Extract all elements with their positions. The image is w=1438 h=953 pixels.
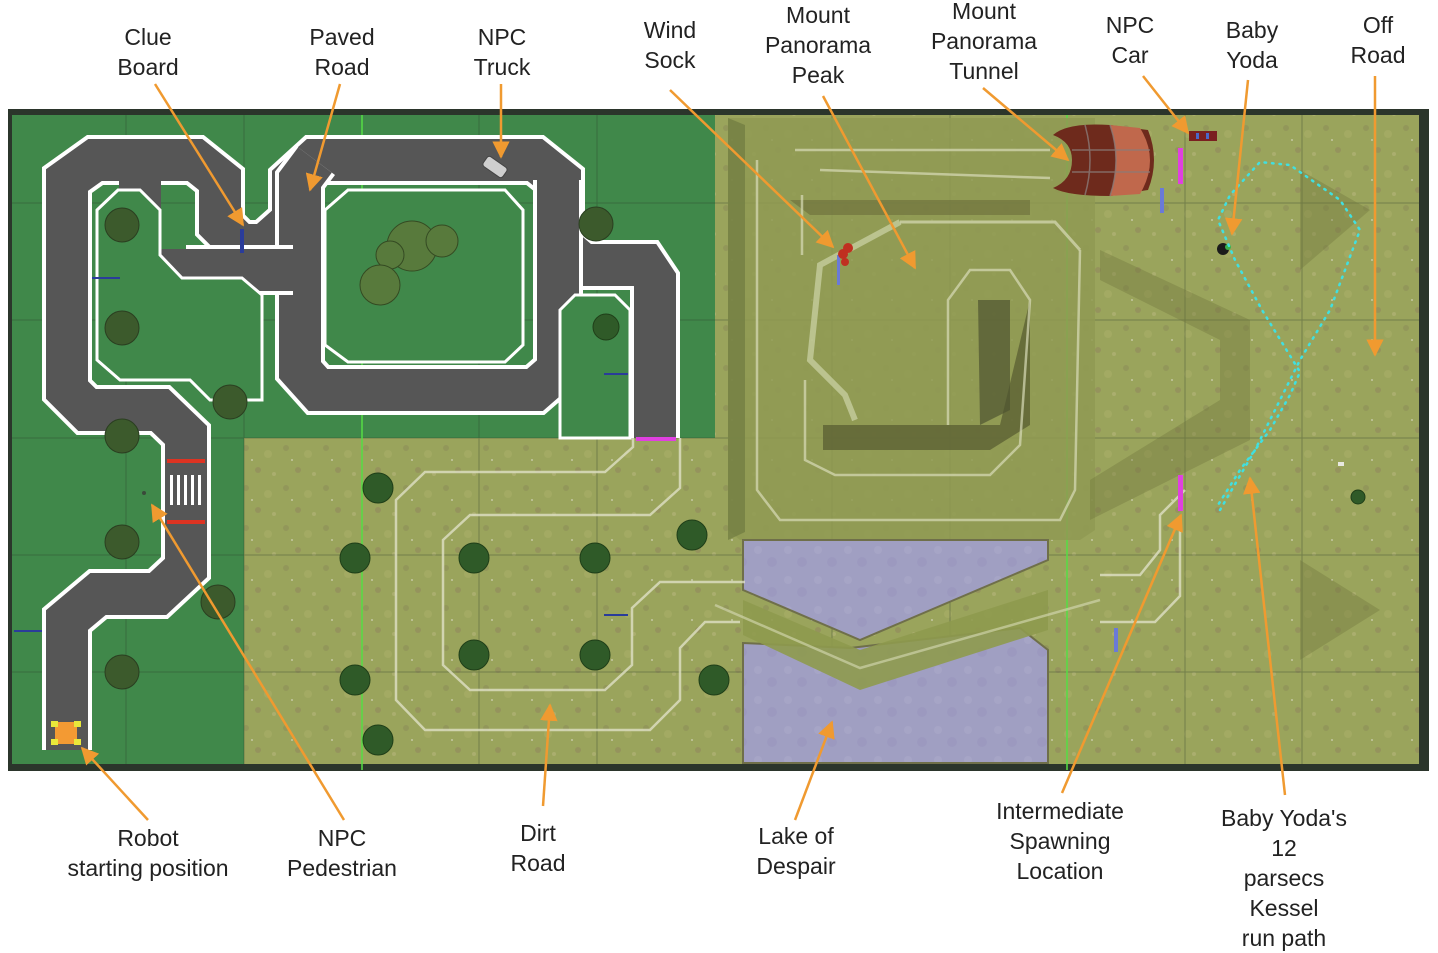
off-road-object <box>1338 462 1344 466</box>
npc-pedestrian <box>142 491 146 495</box>
label-wind-sock: Wind Sock <box>643 17 697 73</box>
world-map <box>8 109 1429 771</box>
grass-island-right <box>558 293 632 440</box>
bushes <box>339 313 1366 756</box>
label-clue-board: Clue Board <box>117 24 179 80</box>
label-baby-yoda-kessel-run-path: Baby Yoda's 12 parsecs Kessel run path <box>1221 805 1347 951</box>
label-dirt-road: Dirt Road <box>510 820 566 876</box>
npc-car <box>1189 131 1217 141</box>
grass-island-left <box>95 188 264 402</box>
spawn-markers <box>636 148 1183 511</box>
label-npc-car: NPC Car <box>1105 12 1155 68</box>
label-off-road: Off Road <box>1350 12 1406 68</box>
label-robot-starting-position: Robot starting position <box>67 825 229 881</box>
central-rocks <box>359 220 459 306</box>
label-mount-panorama-peak: Mount Panorama Peak <box>764 2 872 88</box>
label-paved-road: Paved Road <box>309 24 375 80</box>
mount-panorama-tunnel <box>1053 124 1154 197</box>
grass-island-center <box>323 188 525 364</box>
kessel-run-path <box>1216 160 1362 512</box>
npc-truck <box>482 155 508 179</box>
label-lake-of-despair: Lake of Despair <box>756 823 836 879</box>
label-baby-yoda: Baby Yoda <box>1225 17 1279 73</box>
label-mount-panorama-tunnel: Mount Panorama Tunnel <box>930 0 1038 84</box>
mount-panorama <box>728 118 1095 540</box>
ramps <box>1090 170 1380 660</box>
label-npc-truck: NPC Truck <box>473 24 531 80</box>
robot <box>51 721 81 745</box>
label-intermediate-spawning-location: Intermediate Spawning Location <box>996 798 1124 884</box>
label-npc-pedestrian: NPC Pedestrian <box>287 825 397 881</box>
